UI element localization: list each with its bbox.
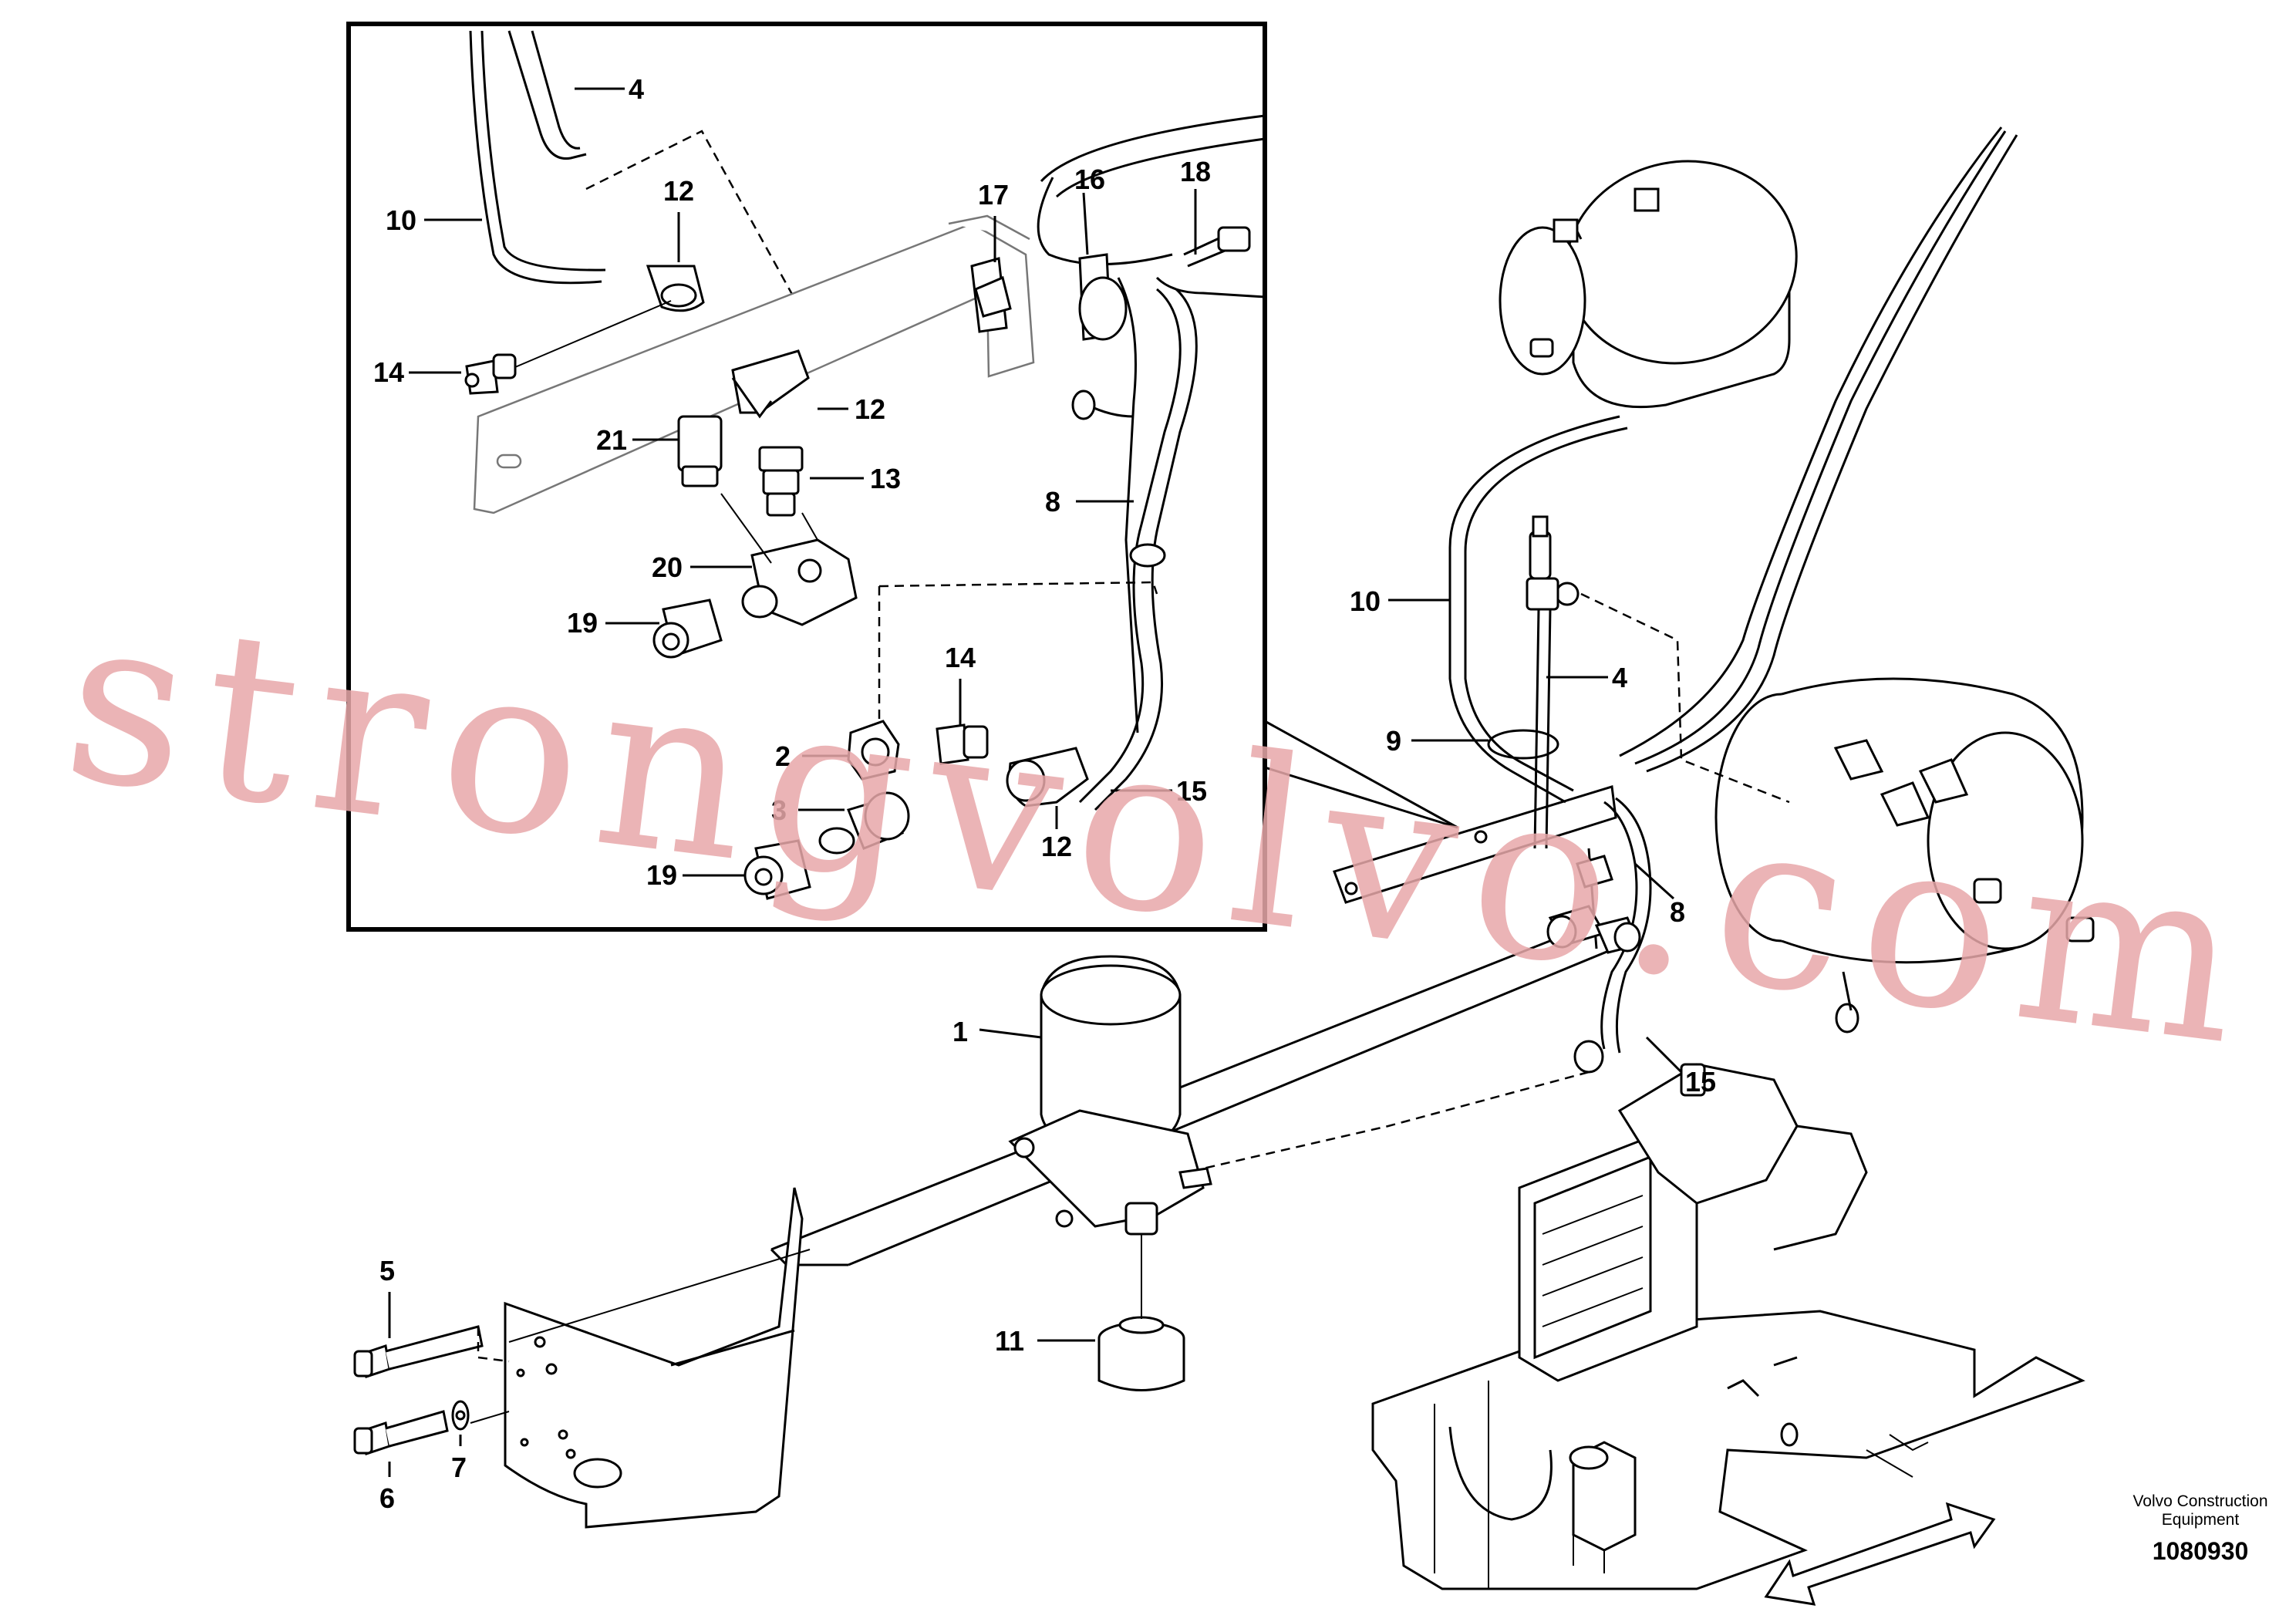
washer-7 (451, 1400, 470, 1431)
machine-frame-overview (1371, 1063, 2085, 1590)
label-inset: 13 (870, 463, 901, 494)
pipe-10-main (1448, 415, 1620, 804)
label-inset: 8 (1045, 486, 1060, 518)
label-inset: 4 (629, 73, 644, 105)
footer: Volvo Construction Equipment 1080930 (2132, 1492, 2267, 1565)
label-inset: 20 (652, 551, 683, 583)
label-main: 15 (1685, 1066, 1716, 1098)
mounting-bracket (504, 1187, 811, 1529)
document-number: 1080930 (2153, 1537, 2249, 1565)
label-main: 5 (379, 1255, 395, 1286)
label-main: 7 (451, 1452, 467, 1483)
label-inset: 14 (945, 642, 976, 673)
elbow-12-lower (1006, 747, 1089, 808)
clamp-16 (1078, 253, 1128, 341)
company-name-line2: Equipment (2162, 1511, 2240, 1529)
direction-arrow (1764, 1502, 1996, 1606)
plug-19-upper (652, 585, 778, 659)
elbow-12-top (646, 265, 705, 312)
label-main: 11 (995, 1325, 1024, 1357)
label-inset: 14 (373, 356, 404, 388)
bolt-6 (353, 1410, 449, 1455)
label-main: 6 (379, 1482, 395, 1514)
detail-inset: 4 10 12 14 17 16 18 12 21 13 8 20 19 14 … (346, 22, 1458, 932)
air-tank-upper (1499, 160, 1798, 409)
label-main: 1 (952, 1016, 968, 1047)
manifold-20 (720, 493, 858, 626)
fitting-14-left (464, 300, 672, 395)
hose-8 (1040, 114, 1266, 183)
tie-strap-9 (1487, 729, 1559, 760)
hose-4 (507, 30, 587, 160)
nut-2 (847, 720, 900, 781)
plug-19-lower (743, 839, 811, 900)
bolt-5 (353, 1325, 484, 1378)
connector-13 (758, 446, 804, 517)
tee-fitting (1526, 515, 1580, 849)
label-inset: 18 (1180, 156, 1211, 187)
fitting-14-lower (936, 723, 989, 765)
company-name-line1: Volvo Construction (2132, 1492, 2267, 1510)
label-main: 4 (1612, 662, 1627, 693)
label-inset: 12 (855, 393, 885, 425)
label-inset: 2 (775, 740, 791, 772)
label-inset: 15 (1176, 775, 1207, 807)
pipe-10 (469, 30, 602, 285)
fitting-21 (677, 415, 723, 487)
clamp-17 (970, 257, 1012, 333)
label-main: 8 (1670, 896, 1685, 928)
elbow-12-mid (731, 349, 810, 419)
label-inset: 12 (1041, 831, 1072, 862)
label-main: 10 (1350, 585, 1381, 617)
label-inset: 19 (646, 859, 677, 891)
fitting-3 (818, 791, 910, 855)
label-main: 9 (1386, 725, 1401, 757)
main-assembly: 10 4 9 8 15 1 5 11 6 7 (353, 126, 2095, 1606)
fitting-cluster (1546, 855, 1641, 954)
label-inset: 16 (1074, 164, 1105, 195)
label-inset: 19 (567, 607, 598, 639)
label-inset: 21 (596, 424, 627, 456)
air-dryer-1 (1008, 955, 1212, 1236)
label-inset: 10 (386, 204, 416, 236)
label-inset: 12 (663, 175, 694, 207)
air-tank-right (1714, 677, 2095, 1034)
label-inset: 3 (771, 794, 787, 826)
bolt-18 (1183, 226, 1251, 268)
silencer-11 (1097, 1234, 1185, 1391)
label-inset: 17 (978, 179, 1009, 211)
